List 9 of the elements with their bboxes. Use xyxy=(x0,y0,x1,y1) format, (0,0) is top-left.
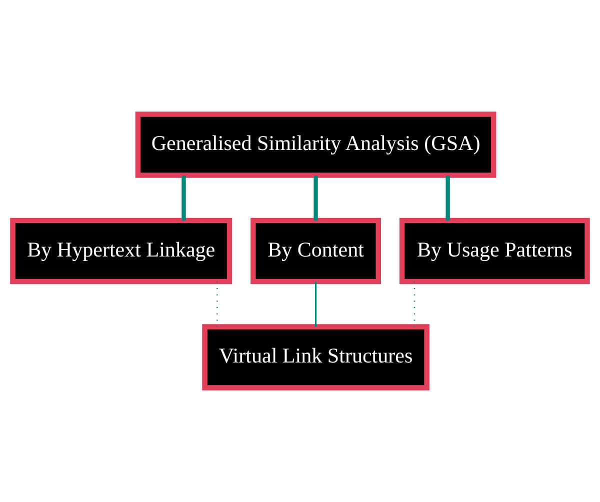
node-box: By Usage Patterns xyxy=(399,218,590,284)
connector xyxy=(182,175,186,220)
node-box: Virtual Link Structures xyxy=(202,324,430,390)
node-box: By Content xyxy=(250,218,382,284)
connector xyxy=(315,282,317,327)
connector xyxy=(446,175,450,220)
connector xyxy=(314,175,318,220)
node-box: By Hypertext Linkage xyxy=(10,218,232,284)
node-box: Generalised Similarity Analysis (GSA) xyxy=(135,112,496,178)
